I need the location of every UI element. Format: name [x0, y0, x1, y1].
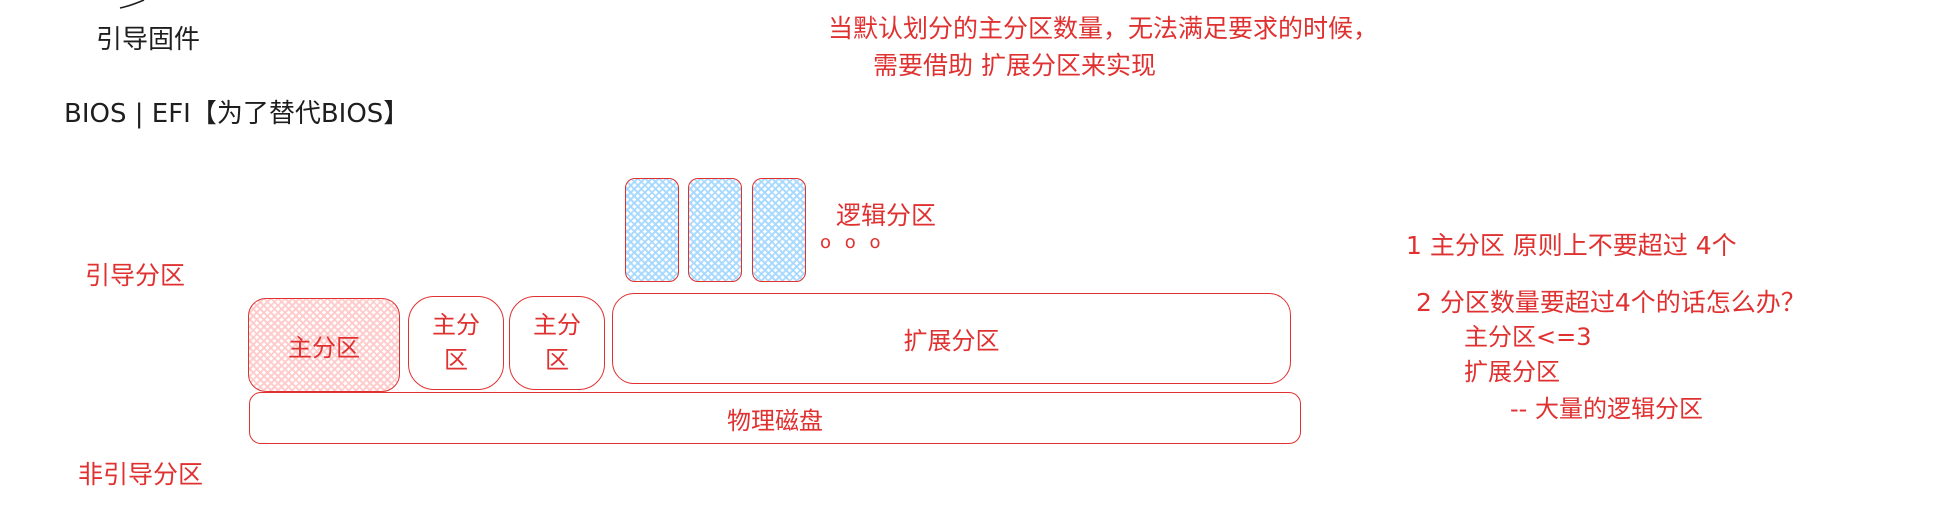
rule-2-sub-1: 主分区<=3	[1464, 323, 1592, 351]
primary-partition-label-3a: 主分	[533, 311, 581, 340]
physical-disk-box: 物理磁盘	[249, 392, 1301, 444]
rule-2: 2 分区数量要超过4个的话怎么办？	[1416, 288, 1806, 317]
boot-firmware-label: 引导固件	[96, 25, 201, 55]
non-boot-partition-label: 非引导分区	[78, 460, 204, 489]
boot-partition-label: 引导分区	[85, 261, 186, 290]
arrow-stroke-fragment	[119, 0, 145, 9]
rule-2-sub-2: 扩展分区	[1464, 358, 1560, 386]
note-line-1: 当默认划分的主分区数量，无法满足要求的时候，	[828, 14, 1379, 43]
rule-1: 1 主分区 原则上不要超过 4个	[1406, 231, 1737, 260]
primary-partition-label-2b: 区	[444, 346, 468, 374]
physical-disk-label: 物理磁盘	[727, 406, 823, 435]
rule-2-sub-3: -- 大量的逻辑分区	[1510, 395, 1703, 423]
primary-partition-label-1: 主分区	[288, 333, 360, 362]
note-line-2: 需要借助 扩展分区来实现	[873, 51, 1156, 80]
logical-partition-box-2	[688, 178, 742, 282]
primary-partition-label-2a: 主分	[432, 311, 480, 340]
logical-partition-box-1	[625, 178, 679, 282]
logical-partition-ellipsis: o o o	[820, 232, 885, 253]
primary-partition-label-3b: 区	[545, 346, 569, 374]
bios-efi-label: BIOS | EFI【为了替代BIOS】	[64, 99, 410, 129]
logical-partition-box-3	[752, 178, 806, 282]
primary-partition-box-2: 主分 区	[408, 296, 504, 390]
extended-partition-box: 扩展分区	[612, 293, 1291, 384]
primary-partition-box-1: 主分区	[248, 298, 400, 392]
logical-partition-label: 逻辑分区	[836, 201, 937, 230]
primary-partition-box-3: 主分 区	[509, 296, 605, 390]
extended-partition-label: 扩展分区	[903, 327, 1000, 355]
